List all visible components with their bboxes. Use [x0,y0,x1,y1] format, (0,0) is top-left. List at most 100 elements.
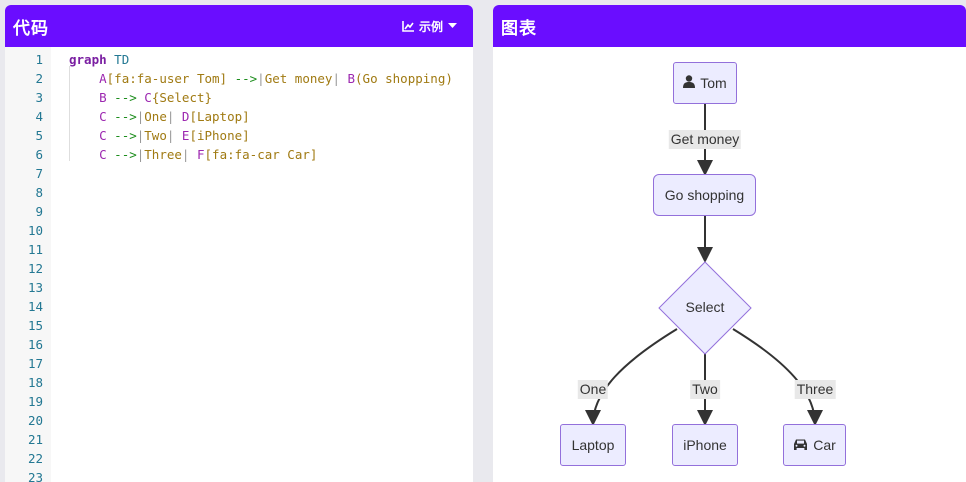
chart-panel-header: 图表 [493,5,966,47]
code-line[interactable]: 18 [5,373,473,392]
line-number: 18 [27,375,43,390]
code-token: graph [69,52,107,67]
code-token: C [99,147,107,162]
code-line[interactable]: 11 [5,240,473,259]
code-token: --> [114,128,137,143]
code-line[interactable]: 19 [5,392,473,411]
code-token: E [181,128,190,143]
indent-guide [69,66,70,161]
code-token: {Select} [151,90,213,105]
code-line[interactable]: 9 [5,202,473,221]
line-number: 5 [35,128,43,143]
code-token: [fa:fa-user Tom] [106,71,228,86]
caret-down-icon [448,23,457,29]
code-token: F [196,147,205,162]
line-number: 4 [35,109,43,124]
code-token: C [99,128,107,143]
edge-select-laptop [585,328,678,426]
code-line[interactable]: 6 C -->|Three| F[fa:fa-car Car] [5,145,473,164]
line-number: 1 [35,52,43,67]
node-go-shopping[interactable]: Go shopping [653,174,756,216]
code-token: D [181,109,190,124]
code-token: Get money [264,71,333,86]
node-car[interactable]: Car [783,424,846,466]
code-text: A[fa:fa-user Tom] -->|Get money| B(Go sh… [69,69,453,88]
edge-label-two: Two [690,380,720,399]
code-line[interactable]: 5 C -->|Two| E[iPhone] [5,126,473,145]
code-text: B --> C{Select} [69,88,212,107]
node-select[interactable]: Select [659,299,751,315]
code-token: | [136,147,145,162]
line-number: 19 [27,394,43,409]
code-line[interactable]: 21 [5,430,473,449]
edge-select-car [732,328,823,426]
examples-dropdown-button[interactable]: 示例 [398,14,461,39]
examples-label: 示例 [418,19,443,34]
node-tom-label: Tom [700,75,727,91]
node-tom[interactable]: Tom [673,62,737,104]
code-line[interactable]: 20 [5,411,473,430]
code-line[interactable]: 7 [5,164,473,183]
node-select-label: Select [685,299,725,315]
code-token: [Laptop] [189,109,250,124]
code-token: [iPhone] [189,128,250,143]
code-token: | [166,128,175,143]
code-line[interactable]: 2 A[fa:fa-user Tom] -->|Get money| B(Go … [5,69,473,88]
code-token: B [347,71,356,86]
line-number: 22 [27,451,43,466]
code-token: --> [114,147,137,162]
chart-line-icon [402,20,414,32]
flowchart-edges [585,104,823,426]
code-token: | [332,71,340,86]
code-line[interactable]: 22 [5,449,473,468]
code-token: --> [114,109,137,124]
line-number: 20 [27,413,43,428]
code-line[interactable]: 1 graph TD [5,50,473,69]
code-line[interactable]: 16 [5,335,473,354]
code-panel-header: 代码 示例 [5,5,473,47]
select-diamond [658,261,752,355]
line-number-gutter [5,47,51,482]
code-token: [fa:fa-car Car] [204,147,318,162]
user-icon [683,75,696,91]
car-icon [793,437,808,453]
code-line[interactable]: 10 [5,221,473,240]
code-token: B [99,90,107,105]
code-token: Two [144,128,167,143]
code-token: A [99,71,107,86]
code-line[interactable]: 3 B --> C{Select} [5,88,473,107]
code-token: TD [114,52,130,67]
code-line[interactable]: 15 [5,316,473,335]
code-line[interactable]: 8 [5,183,473,202]
node-iphone[interactable]: iPhone [672,424,738,466]
code-line[interactable]: 4 C -->|One| D[Laptop] [5,107,473,126]
code-line[interactable]: 12 [5,259,473,278]
node-laptop-label: Laptop [571,437,615,453]
line-number: 15 [27,318,43,333]
code-line[interactable]: 17 [5,354,473,373]
code-token: --> [114,90,137,105]
line-number: 10 [27,223,43,238]
chart-panel-title: 图表 [501,18,537,38]
line-number: 12 [27,261,43,276]
code-token: | [136,109,145,124]
node-go-shopping-label: Go shopping [664,187,745,203]
code-token: One [144,109,167,124]
code-token: | [136,128,145,143]
code-line[interactable]: 14 [5,297,473,316]
line-number: 13 [27,280,43,295]
line-number: 2 [35,71,43,86]
code-line[interactable]: 23 [5,468,473,482]
code-text: C -->|Two| E[iPhone] [69,126,250,145]
edge-label-get-money: Get money [668,130,742,149]
code-line[interactable]: 13 [5,278,473,297]
code-panel-title: 代码 [13,18,49,38]
code-text: graph TD [69,50,129,69]
panel-splitter[interactable] [476,0,490,482]
line-number: 11 [27,242,43,257]
flowchart: Tom Go shopping Select Laptop iPhone Car… [493,47,966,482]
code-token: Three [144,147,182,162]
node-laptop[interactable]: Laptop [560,424,626,466]
